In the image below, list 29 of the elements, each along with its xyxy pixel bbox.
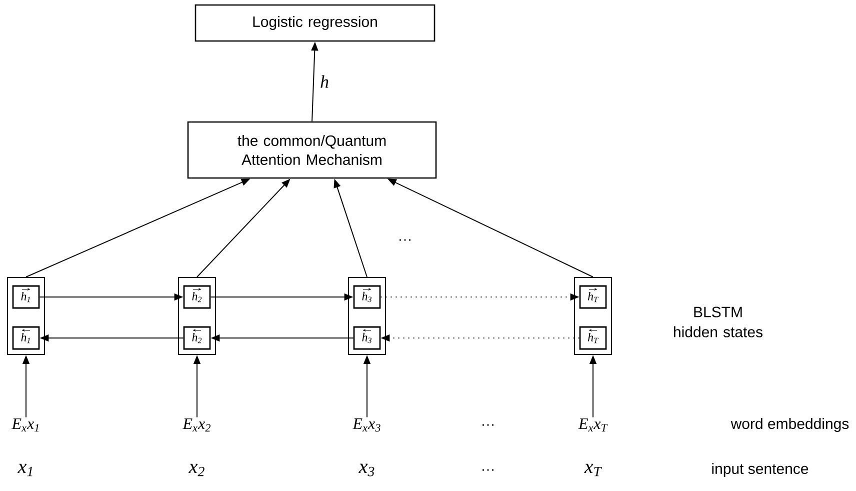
- process-box: Logistic regression: [194, 4, 436, 42]
- cell-box: [574, 277, 612, 355]
- embedding-label: E$_{x}$x$_{T}$: [578, 418, 608, 432]
- embedding-label: E$_{x}$x$_{1}$: [12, 418, 39, 432]
- row-label: …: [400, 239, 410, 241]
- state-box: h$_{1}$: [12, 285, 40, 309]
- cell-box: [348, 277, 386, 355]
- state-box: h$_{1}$: [12, 326, 40, 350]
- state-box: h$_{2}$: [183, 285, 211, 309]
- row-label: BLSTM hidden states: [674, 306, 762, 338]
- state-box: h$_{2}$: [183, 326, 211, 350]
- row-label: …: [482, 424, 494, 426]
- input-word: x$_{3}$: [358, 464, 374, 476]
- state-box: h$_{T}$: [579, 326, 607, 350]
- input-word: x$_{T}$: [584, 464, 602, 476]
- state-box: h$_{T}$: [579, 285, 607, 309]
- input-word: x$_{1}$: [18, 464, 32, 476]
- edge-label: h: [320, 75, 328, 88]
- embedding-label: E$_{x}$x$_{3}$: [352, 418, 380, 432]
- input-word: x$_{2}$: [188, 464, 204, 476]
- state-box: h$_{3}$: [353, 326, 381, 350]
- embedding-label: E$_{x}$x$_{2}$: [182, 418, 210, 432]
- state-box: h$_{3}$: [353, 285, 381, 309]
- cell-box: [178, 277, 216, 355]
- process-box: the common/Quantum Attention Mechanism: [187, 121, 437, 179]
- row-label: input sentence: [712, 463, 808, 477]
- cell-box: [7, 277, 45, 355]
- row-label: …: [482, 469, 494, 471]
- row-label: word embeddings: [730, 418, 849, 432]
